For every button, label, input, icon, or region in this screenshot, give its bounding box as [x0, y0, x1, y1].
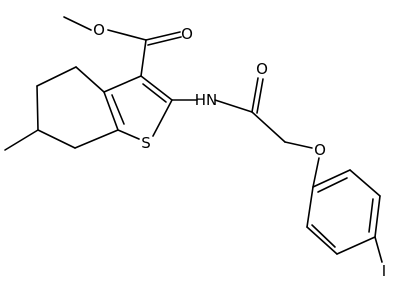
atom-label-iodine: I: [382, 262, 386, 280]
bond-ar-c6-c1: [306, 186, 314, 228]
bond-c2-s: [152, 99, 173, 137]
bond-ar-c4-c5: [336, 236, 376, 255]
bond-c3a-c4: [75, 66, 105, 93]
bond-ar-inner-3: [311, 224, 336, 248]
bond-ar-inner-2: [368, 198, 374, 233]
bond-c3a-c3: [103, 75, 142, 93]
bond-s-c7a: [117, 129, 140, 140]
bond-ar-c2-c3: [349, 169, 381, 197]
bond-c7a-c3a-double-inner: [111, 94, 125, 125]
bond-carbonyl-c-double-o-2: [147, 36, 182, 46]
bond-ar-c3-c4: [374, 195, 381, 238]
atom-label-amide-o: O: [256, 60, 268, 78]
bond-ch2-ether-o: [284, 141, 313, 149]
bond-amide-c-double-o-2: [256, 78, 264, 114]
bonds: [4, 16, 383, 263]
bond-c7a-c3a-double: [103, 91, 119, 131]
bond-carbonyl-c-double-o: [145, 31, 181, 41]
bond-amide-c-double-o: [251, 77, 259, 113]
bond-c6-c7: [37, 129, 76, 149]
atom-label-ether-o: O: [314, 141, 326, 159]
bond-ar-inner-1: [317, 177, 348, 193]
bond-ether-o-aryl-c: [312, 157, 320, 188]
bond-c5-c6: [36, 85, 39, 131]
bond-methyl-ester-o: [63, 16, 92, 31]
bond-c7-c7a: [74, 129, 119, 149]
bond-ar-c4-iodine: [374, 236, 383, 263]
atom-label-ester-o-single: O: [93, 21, 105, 39]
atom-label-ester-o-double: O: [181, 25, 193, 43]
bond-nh-amide-c: [214, 99, 253, 113]
atom-label-ring-s: S: [141, 134, 151, 152]
atom-labels: O O O HN S O I: [93, 21, 386, 280]
bond-ester-o-carbonyl-c: [107, 29, 147, 41]
bond-ar-c1-c2: [312, 169, 351, 188]
bond-amide-c-ch2: [251, 111, 286, 143]
bond-c3-c2-double: [140, 75, 173, 101]
bond-carbonyl-c-c3: [140, 39, 147, 77]
bond-c4-c5: [36, 66, 77, 87]
bond-c3-c2-double-inner: [142, 83, 167, 103]
bond-c6-methyl: [4, 129, 39, 151]
bond-ar-c5-c6: [306, 226, 338, 255]
atom-label-amide-nh: HN: [195, 91, 218, 109]
